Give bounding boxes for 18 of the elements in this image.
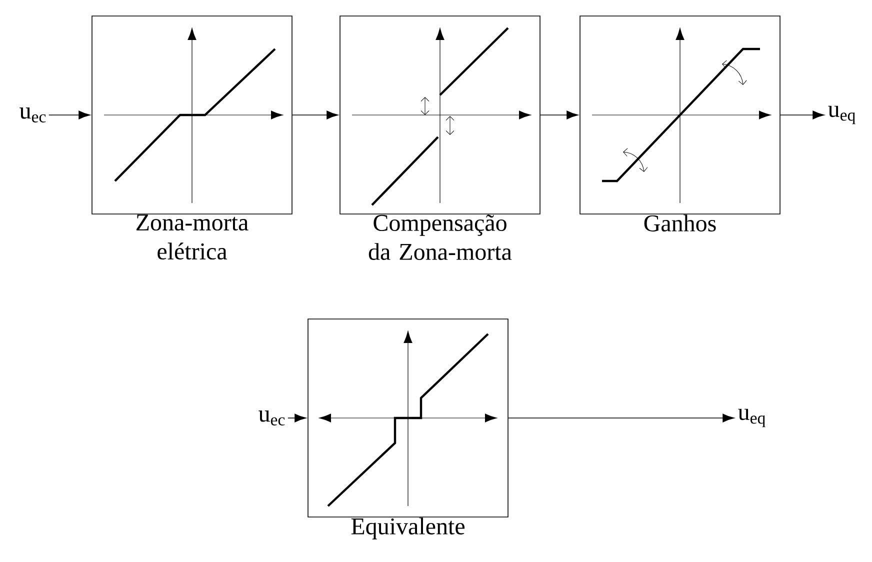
arrow xyxy=(48,110,90,120)
node-label: Equivalente xyxy=(351,518,465,540)
arrow xyxy=(508,414,734,422)
signal-label: u$_{eq}$ xyxy=(738,408,766,428)
signal-label: u$_{ec}$ xyxy=(20,108,46,122)
arrow xyxy=(780,110,824,120)
block-box: Equivalente xyxy=(308,318,508,540)
arrow xyxy=(288,414,306,422)
block-box: Ganhos xyxy=(580,16,780,232)
node-label: Compensação da Zona-morta xyxy=(368,214,512,260)
node-label: Zona-morta elétrica xyxy=(136,214,248,260)
arrow xyxy=(540,110,578,120)
signal-label: u$_{ec}$ xyxy=(258,410,285,426)
block-box: Compensação da Zona-morta xyxy=(340,16,540,260)
node-label: Ganhos xyxy=(644,214,716,232)
block-box: Zona-morta elétrica xyxy=(92,16,292,260)
arrow xyxy=(292,110,338,120)
signal-label: u$_{eq}$ xyxy=(828,106,856,124)
